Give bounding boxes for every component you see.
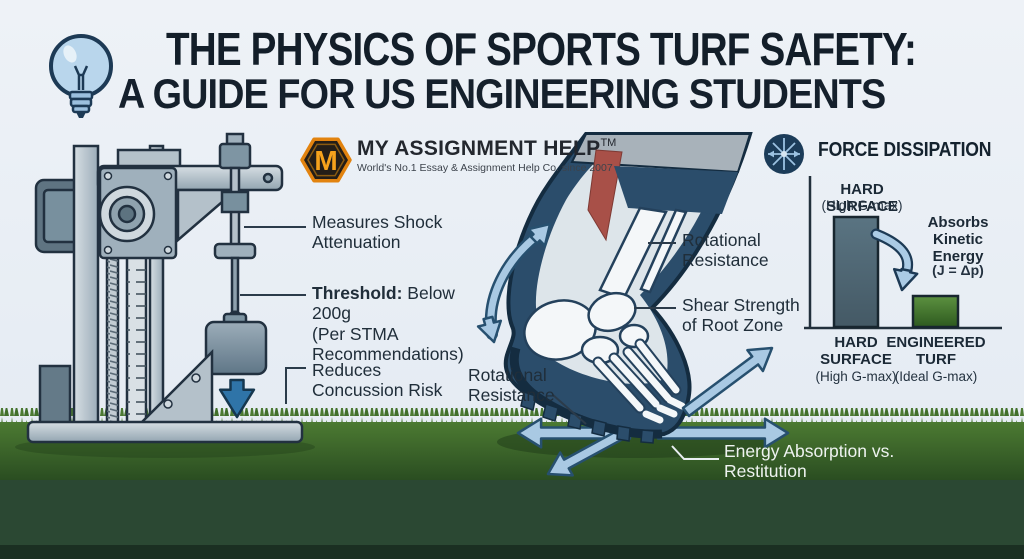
gmax-testing-machine-illustration [26, 132, 304, 444]
restitution-arrow [681, 346, 774, 418]
brand-tagline: World's No.1 Essay & Assignment Help Co.… [357, 162, 613, 174]
brand-name: MY ASSIGNMENT HELPTM [357, 137, 616, 161]
label-rotational-resistance-upper: Rotational Resistance [682, 230, 769, 271]
page-subtitle: A GUIDE FOR US ENGINEERING STUDENTS [118, 70, 886, 117]
chart-x2-label: ENGINEERED TURF [886, 334, 986, 369]
chart-top-label: HARD SURFACE [826, 181, 898, 216]
label-shear-strength: Shear Strength of Root Zone [682, 295, 800, 336]
page-title: THE PHYSICS OF SPORTS TURF SAFETY: [166, 23, 917, 75]
footer-bottom-strip [0, 545, 1024, 559]
chart-x1-sublabel: (High G-max) [815, 369, 897, 384]
label-rotational-resistance-lower: Rotational Resistance [468, 365, 555, 406]
chart-title: FORCE DISSIPATION [818, 139, 992, 161]
cleat-studs [520, 391, 655, 444]
chart-top-sublabel: (High G-max) [821, 198, 903, 213]
brand-name-text: MY ASSIGNMENT HELP [357, 137, 601, 160]
lightbulb-icon [49, 34, 113, 118]
label-measures-shock: Measures Shock Attenuation [312, 212, 443, 253]
label-threshold-rest: Below 200g (Per STMA Recommendations) [312, 283, 464, 364]
bar-engineered-turf [911, 294, 960, 329]
brand-trademark: TM [600, 137, 617, 149]
chart-x2-sublabel: (Ideal G-max) [894, 369, 978, 384]
cleat-foot-illustration [503, 132, 753, 444]
impact-direction-arrow [218, 378, 256, 419]
chart-x1-label: HARD SURFACE [820, 334, 892, 369]
brand-hexagon-m-icon: M [300, 137, 352, 183]
leader-lines [240, 226, 676, 425]
force-dissipation-chart [804, 176, 1002, 330]
label-threshold-term: Threshold: [312, 283, 403, 303]
label-energy-absorption: Energy Absorption vs. Restitution [724, 441, 895, 482]
label-threshold: Threshold: Below 200g (Per STMA Recommen… [312, 283, 492, 364]
absorb-curve-arrow [892, 267, 919, 292]
svg-text:M: M [314, 145, 337, 176]
force-starburst-icon [764, 134, 804, 174]
label-reduces-concussion: Reduces Concussion Risk [312, 360, 443, 401]
chart-annotation: Absorbs Kinetic Energy [927, 214, 989, 266]
energy-leader-line [671, 445, 719, 460]
chart-annotation-formula: (J = Δp) [932, 262, 984, 278]
rotational-arc-arrow [476, 222, 552, 344]
